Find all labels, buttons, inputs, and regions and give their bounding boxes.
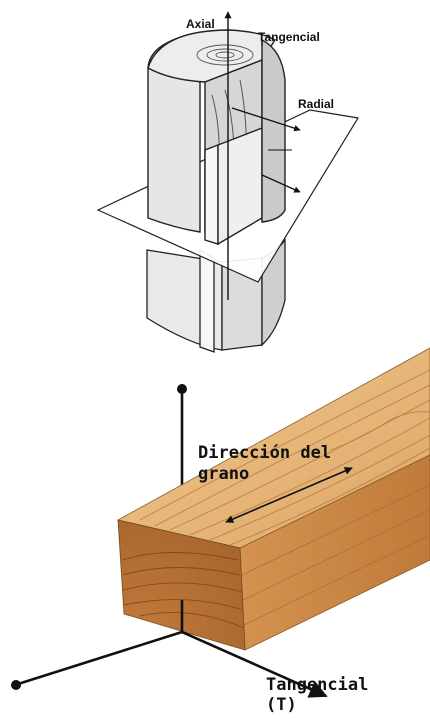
- grain-direction-label-line1: Dirección del: [198, 443, 331, 463]
- wood-plank-diagram: Dirección del grano Tangencial (T): [11, 347, 430, 715]
- radial-label: Radial: [298, 97, 334, 111]
- tangential-axis-label-line1: Tangencial: [266, 675, 368, 695]
- grain-direction-label-line2: grano: [198, 464, 249, 484]
- left-axis-endpoint: [11, 680, 21, 690]
- grain-direction-arrow: [225, 467, 353, 523]
- tangential-axis-arrow: [181, 630, 328, 698]
- radial-arrow: [231, 107, 301, 132]
- plank-front-grain: [241, 484, 430, 626]
- log-upper-part: [147, 29, 286, 246]
- log-section-diagram: Axial Tangencial Radial: [96, 11, 359, 353]
- tangential-label: Tangencial: [258, 30, 320, 44]
- tangential-axis-label-line2: (T): [266, 695, 297, 715]
- plank-end-rings: [121, 552, 245, 629]
- plank-grain-lines: [139, 369, 430, 546]
- vertical-axis-endpoint: [177, 384, 187, 394]
- left-axis-line: [17, 630, 183, 686]
- radial-arrow-lower: [261, 174, 301, 193]
- axial-label: Axial: [186, 17, 215, 31]
